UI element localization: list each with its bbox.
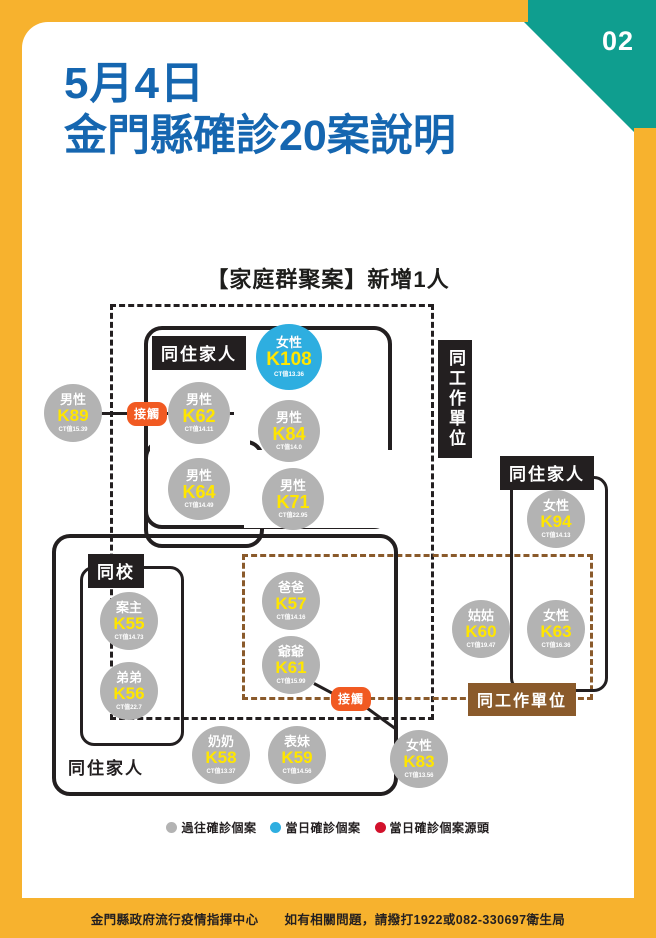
node-case-id: K55	[113, 614, 145, 634]
label-same-school: 同校	[88, 554, 144, 588]
node-case-id: K71	[276, 491, 310, 512]
node-ct-value: CT值15.39	[58, 426, 88, 433]
node-relation: 案主	[115, 600, 142, 616]
teal-corner-triangle	[524, 22, 634, 132]
workplace-dashed-boundary	[242, 554, 593, 700]
node-case-id: K57	[275, 594, 307, 614]
cohabit-family-box-bottom	[52, 534, 398, 796]
node-ct-value: CT值15.99	[276, 678, 306, 685]
node-relation: 爺爺	[277, 644, 304, 660]
white-sheet: 5月4日 金門縣確診20案說明 【家庭群聚案】新增1人 同住家人 同工作單位 接…	[22, 22, 634, 898]
label-same-workplace-brown: 同工作單位	[468, 683, 577, 716]
node-k58[interactable]: 奶奶 K58 CT值13.37	[192, 726, 250, 784]
footer-contact: 如有相關問題，請撥打1922或082-330697衛生局	[284, 912, 566, 927]
family-cluster-dashed-boundary	[110, 304, 434, 720]
node-relation: 表妹	[283, 734, 310, 750]
footer-org: 金門縣政府流行疫情指揮中心	[90, 912, 259, 927]
title-subtitle: 金門縣確診20案說明	[64, 111, 456, 160]
node-ct-value: CT值13.36	[274, 370, 304, 378]
node-case-id: K84	[272, 423, 306, 444]
node-k59[interactable]: 表妹 K59 CT值14.56	[268, 726, 326, 784]
node-relation: 奶奶	[207, 734, 234, 750]
node-ct-value: CT值14.56	[282, 768, 312, 775]
node-k56[interactable]: 弟弟 K56 CT值22.7	[100, 662, 158, 720]
node-case-id: K62	[182, 405, 216, 426]
label-cohabit-family-right: 同住家人	[500, 456, 594, 490]
node-ct-value: CT值14.11	[184, 427, 214, 434]
notch-mask-2	[150, 440, 250, 462]
node-k84[interactable]: 男性 K84 CT值14.0	[258, 400, 320, 462]
node-ct-value: CT值16.36	[541, 642, 571, 649]
node-k61[interactable]: 爺爺 K61 CT值15.99	[262, 636, 320, 694]
section-heading: 【家庭群聚案】新增1人	[206, 267, 450, 292]
node-case-id: K59	[281, 748, 313, 768]
node-case-id: K108	[266, 348, 312, 370]
node-k63[interactable]: 女性 K63 CT值16.36	[527, 600, 585, 658]
node-k55[interactable]: 案主 K55 CT值14.73	[100, 592, 158, 650]
node-k83[interactable]: 女性 K83 CT值13.56	[390, 730, 448, 788]
node-k62[interactable]: 男性 K62 CT值14.11	[168, 382, 230, 444]
node-relation: 女性	[542, 498, 569, 514]
node-case-id: K94	[540, 512, 572, 532]
legend-item-source: 當日確診個案源頭	[374, 819, 490, 836]
node-ct-value: CT值22.7	[116, 704, 142, 711]
node-k64[interactable]: 男性 K64 CT值14.49	[168, 458, 230, 520]
node-case-id: K56	[113, 684, 145, 704]
node-k57[interactable]: 爸爸 K57 CT值14.16	[262, 572, 320, 630]
legend-dot-gray	[166, 822, 178, 833]
node-relation: 男性	[185, 467, 212, 483]
contact-badge-left: 接觸	[127, 402, 168, 426]
legend-dot-blue	[270, 822, 282, 833]
node-k60[interactable]: 姑姑 K60 CT值19.47	[452, 600, 510, 658]
footer-bar: 金門縣政府流行疫情指揮中心 如有相關問題，請撥打1922或082-330697衛…	[0, 898, 656, 938]
node-ct-value: CT值19.47	[466, 642, 496, 649]
legend-label: 過往確診個案	[181, 821, 257, 835]
node-ct-value: CT值22.95	[278, 513, 308, 520]
legend-dot-red	[374, 822, 386, 833]
node-ct-value: CT值14.16	[276, 614, 306, 621]
node-ct-value: CT值13.37	[206, 768, 236, 775]
node-relation: 女性	[275, 334, 302, 350]
legend-item-today: 當日確診個案	[270, 819, 360, 836]
legend-label: 當日確診個案	[285, 821, 361, 835]
node-case-id: K60	[465, 622, 497, 642]
node-relation: 男性	[279, 477, 306, 493]
page-title: 5月4日 金門縣確診20案說明	[64, 60, 456, 160]
node-ct-value: CT值14.0	[276, 445, 302, 452]
node-relation: 男性	[275, 409, 302, 425]
legend-item-past: 過往確診個案	[166, 819, 256, 836]
label-cohabit-family-top: 同住家人	[152, 336, 246, 370]
contact-badge-bottom: 接觸	[331, 687, 372, 711]
title-date: 5月4日	[64, 59, 205, 108]
node-k108[interactable]: 女性 K108 CT值13.36	[256, 324, 322, 390]
node-ct-value: CT值14.49	[184, 503, 214, 510]
node-ct-value: CT值14.13	[541, 532, 571, 539]
node-relation: 爸爸	[277, 580, 304, 596]
label-same-workplace-vertical: 同工作單位	[438, 340, 472, 458]
node-relation: 男性	[185, 391, 212, 407]
node-case-id: K83	[403, 752, 435, 772]
legend-label: 當日確診個案源頭	[389, 821, 490, 835]
node-relation: 男性	[59, 392, 86, 408]
node-k89[interactable]: 男性 K89 CT值15.39	[44, 384, 102, 442]
page-number: 02	[601, 26, 634, 56]
label-cohabit-family-bottom: 同住家人	[68, 759, 144, 778]
node-case-id: K61	[275, 658, 307, 678]
node-case-id: K58	[205, 748, 237, 768]
node-k94[interactable]: 女性 K94 CT值14.13	[527, 490, 585, 548]
node-relation: 女性	[405, 738, 432, 754]
node-case-id: K89	[57, 406, 89, 426]
node-case-id: K63	[540, 622, 572, 642]
node-k71[interactable]: 男性 K71 CT值22.95	[262, 468, 324, 530]
legend: 過往確診個案 當日確診個案 當日確診個案源頭	[22, 819, 634, 836]
node-case-id: K64	[182, 481, 216, 502]
node-relation: 姑姑	[467, 608, 494, 624]
node-ct-value: CT值13.56	[404, 772, 434, 779]
node-relation: 弟弟	[115, 670, 142, 686]
cluster-diagram: 同住家人 同工作單位 接觸 男性 K89 CT值15.39 男性 K62 CT值…	[44, 290, 634, 810]
node-ct-value: CT值14.73	[114, 634, 144, 641]
node-relation: 女性	[542, 608, 569, 624]
